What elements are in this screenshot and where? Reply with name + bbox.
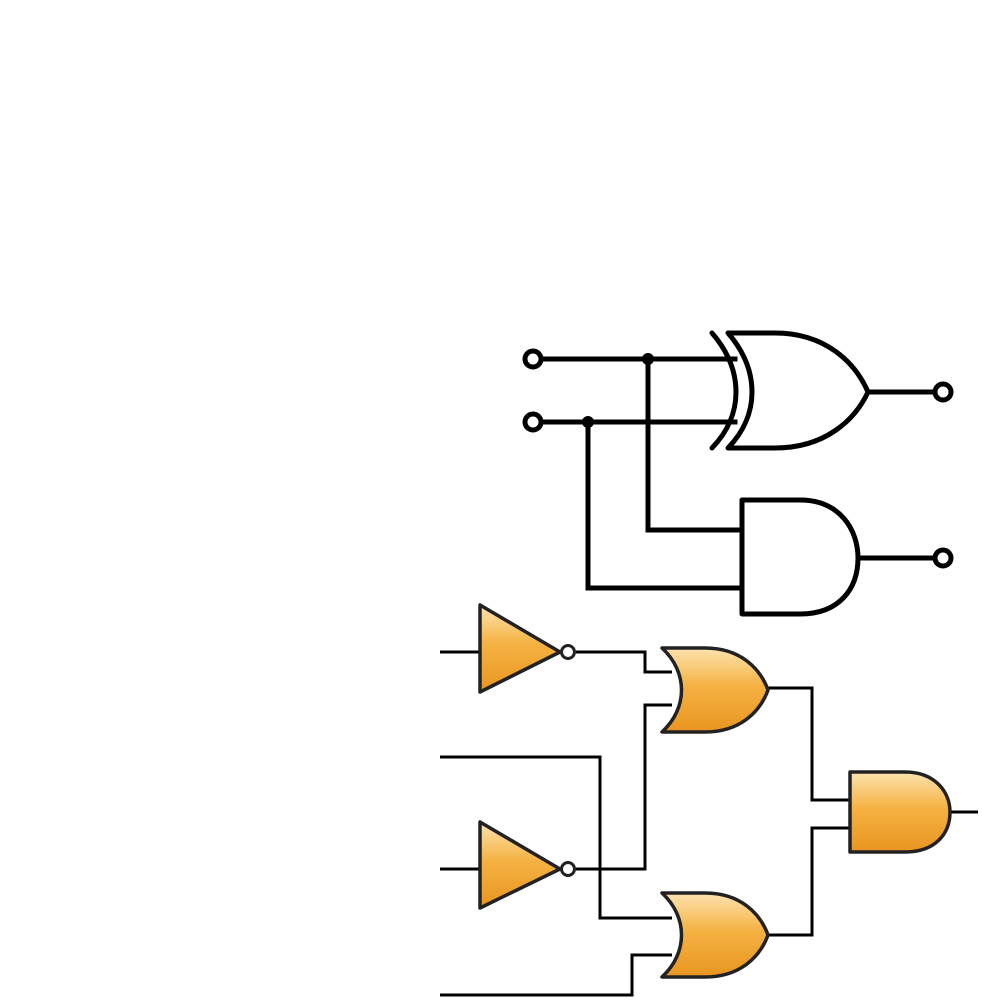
xor-gate: [725, 330, 871, 451]
shepherd-arm-lower: [410, 295, 500, 420]
wire-not2-to-or1: [576, 703, 672, 871]
crook-binding: [305, 444, 372, 509]
shepherd-arm-upper: [160, 205, 480, 242]
junction-dot-a: [642, 353, 654, 365]
shepherd-chin: [92, 160, 160, 185]
shepherd-back: [37, 245, 205, 998]
shepherd-hand: [480, 230, 598, 297]
xor-gate-input-arc: [709, 330, 739, 451]
wire-a-to-and: [645, 356, 745, 533]
wire-or1-to-and: [765, 686, 852, 802]
wire-in2-to-or2: [440, 755, 672, 920]
junction-dot-b: [582, 416, 594, 428]
wire-or2-to-and: [765, 826, 852, 937]
wire-in4-to-or2: [440, 953, 672, 997]
or-gate: [660, 891, 770, 979]
not-gate-bubble: [560, 644, 576, 660]
crook-staff: [240, 108, 428, 998]
shepherd-hood-back: [22, 75, 40, 222]
orange-circuit: [440, 603, 978, 997]
not-gate-bubble: [560, 861, 576, 877]
crook-outer: [240, 108, 428, 998]
shepherd-robe-fold: [250, 480, 310, 630]
not-gate: [478, 603, 562, 694]
and-gate: [848, 770, 952, 854]
black-circuit: [522, 330, 954, 617]
shepherd-head-outline: [39, 21, 162, 185]
output-terminal-and: [932, 547, 954, 569]
not-gate: [478, 820, 562, 910]
and-gate: [739, 497, 861, 617]
wire-not1-to-or1: [576, 650, 672, 674]
wire-b-to-and: [585, 419, 745, 591]
shepherd-shoulder: [22, 222, 72, 238]
output-terminal-xor: [932, 381, 954, 403]
or-gate: [660, 646, 770, 734]
shepherd-forearm: [128, 298, 330, 462]
